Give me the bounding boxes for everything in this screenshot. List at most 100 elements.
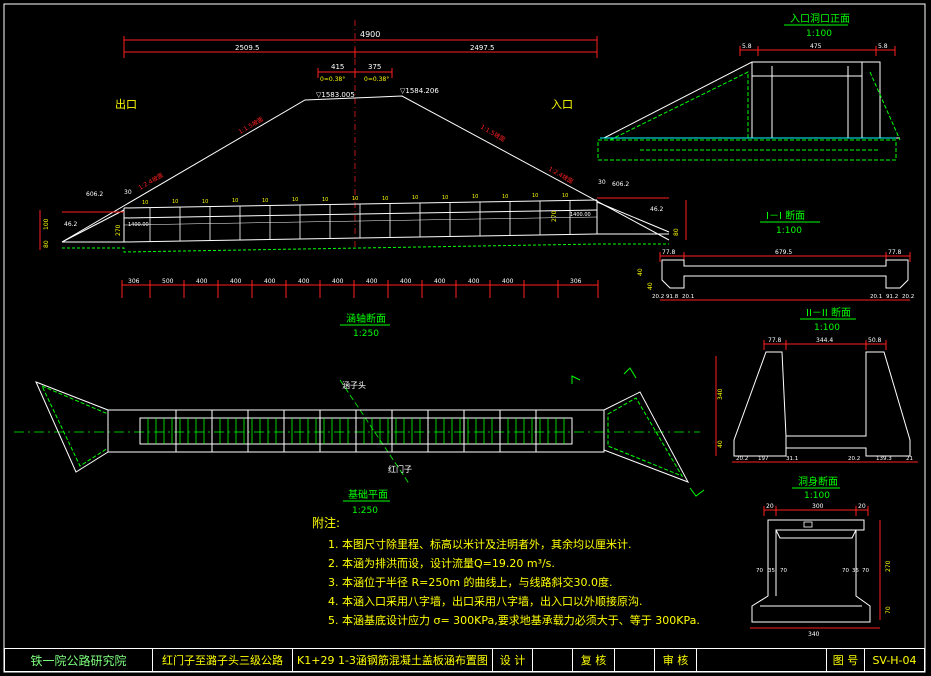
- sec1-bottom-dim: 91.2: [886, 294, 898, 300]
- exit-label: 出口: [115, 97, 137, 111]
- bottom-dim: 306: [570, 278, 582, 285]
- bottom-dim: 400: [366, 278, 378, 285]
- wingwall-left-30: 30: [124, 189, 132, 196]
- sec3-mid-dim: 70: [756, 568, 763, 574]
- design-value: [533, 649, 573, 671]
- right-46-dim: 46.2: [650, 206, 664, 213]
- joint-tick: 10: [322, 197, 328, 203]
- sec3-right-dim: 270: [885, 560, 892, 572]
- sec2-left-dim: 40: [717, 440, 724, 448]
- sec2-bottom-dim: 31.1: [786, 456, 798, 462]
- sec3-mid-dim: 35: [768, 568, 775, 574]
- sec3-mid-dim: 70: [862, 568, 869, 574]
- sec3-mid-dim: 70: [780, 568, 787, 574]
- joint-tick: 10: [472, 194, 478, 200]
- inner-length-right: 1400.00: [570, 212, 591, 218]
- section3-scale: 1:100: [804, 491, 830, 501]
- mid-left-label: 415: [331, 63, 344, 71]
- section2-scale: 1:100: [814, 323, 840, 333]
- joint-tick: 10: [442, 195, 448, 201]
- total-length-label: 4900: [360, 30, 380, 39]
- bottom-dim: 400: [230, 278, 242, 285]
- bottom-dim: 306: [128, 278, 140, 285]
- front-dim: 5.8: [742, 43, 752, 50]
- sec2-bottom-dim: 21: [906, 456, 913, 462]
- mid-right-label: 375: [368, 63, 381, 71]
- section3-title: 洞身断面: [798, 475, 838, 488]
- bottom-dim: 500: [162, 278, 174, 285]
- sec1-dim: 77.8: [888, 249, 902, 256]
- bottom-dim: 400: [400, 278, 412, 285]
- entrance-label: 入口: [551, 98, 573, 111]
- left-height-dim: 100: [43, 218, 50, 230]
- design-label: 设 计: [493, 649, 533, 671]
- bottom-dim: 400: [434, 278, 446, 285]
- plan-label-1: 涵子头: [342, 380, 366, 390]
- section1-scale: 1:100: [776, 226, 802, 236]
- left-height2-dim: 80: [43, 240, 50, 248]
- joint-tick: 10: [292, 197, 298, 203]
- joint-tick: 10: [562, 193, 568, 199]
- notes-title: 附注:: [312, 516, 341, 530]
- joint-tick: 10: [262, 198, 268, 204]
- sec1-bottom-dim: 20.2: [902, 294, 914, 300]
- sec1-dim: 77.8: [662, 249, 676, 256]
- sec2-bottom-dim: 20.2: [736, 456, 748, 462]
- plan-label-2: 红门子: [388, 464, 412, 474]
- drawing-name: K1+29 1-3涵钢筋混凝土盖板涵布置图: [293, 649, 493, 671]
- joint-tick: 10: [532, 193, 538, 199]
- sec2-bottom-dim: 20.2: [848, 456, 860, 462]
- sec3-top-dim: 20: [858, 503, 866, 510]
- review-label: 审 核: [655, 649, 697, 671]
- front-scale: 1:100: [806, 29, 832, 39]
- left-46-dim: 46.2: [64, 221, 78, 228]
- bottom-dim: 400: [298, 278, 310, 285]
- bottom-dim: 400: [196, 278, 208, 285]
- elevation-left-label: ▽1583.005: [316, 91, 355, 99]
- note-item: 5. 本涵基底设计应力 σ= 300KPa,要求地基承载力必须大于、等于 300…: [328, 614, 700, 627]
- drawing-no-label: 图 号: [827, 649, 865, 671]
- front-dim: 475: [810, 43, 822, 50]
- sec1-bottom-dim: 20.1: [870, 294, 882, 300]
- right-height-dim: 80: [673, 228, 680, 236]
- joint-tick: 10: [412, 195, 418, 201]
- sec2-top-dim: 50.8: [868, 337, 882, 344]
- joint-tick: 10: [172, 199, 178, 205]
- sec2-top-dim: 344.4: [816, 337, 833, 344]
- section2-title: II－II 断面: [806, 306, 851, 319]
- mid-slope-left-label: 0=0.38°: [320, 76, 345, 83]
- inner-length-left: 1400.00: [128, 222, 149, 228]
- sec2-bottom-dim: 197: [758, 456, 769, 462]
- front-title: 入口洞口正面: [790, 13, 850, 25]
- review-value: [697, 649, 827, 671]
- org-name: 铁一院公路研究院: [5, 649, 153, 671]
- slope-label-left-2: 1:2.4坡面: [137, 171, 165, 192]
- notes: 附注: 1. 本图尺寸除里程、标高以米计及注明者外，其余均以厘米计. 2. 本涵…: [312, 514, 700, 630]
- bottom-dim: 400: [332, 278, 344, 285]
- joint-tick: 10: [382, 196, 388, 202]
- elevation-right-label: ▽1584.206: [400, 87, 439, 95]
- left-length-label: 2509.5: [235, 44, 260, 52]
- sec3-top-dim: 300: [812, 503, 824, 510]
- bottom-dim: 400: [502, 278, 514, 285]
- left-inner-height: 270: [115, 224, 122, 236]
- wingwall-right-30: 30: [598, 179, 606, 186]
- joint-tick: 10: [352, 196, 358, 202]
- sec2-top-dim: 77.8: [768, 337, 782, 344]
- long-section-scale: 1:250: [353, 329, 379, 339]
- sec1-bottom-dim: 20.2: [652, 294, 664, 300]
- bottom-dim: 400: [468, 278, 480, 285]
- note-item: 3. 本涵位于半径 R=250m 的曲线上，与线路斜交30.0度.: [328, 576, 613, 589]
- check-label: 复 核: [573, 649, 615, 671]
- note-item: 4. 本涵入口采用八字墙，出口采用八字墙，出入口以外顺接原沟.: [328, 595, 643, 608]
- sec3-top-dim: 20: [766, 503, 774, 510]
- joint-tick: 10: [502, 194, 508, 200]
- sec1-left-dim: 40: [647, 282, 654, 290]
- mid-slope-right-label: 0=0.38°: [364, 76, 389, 83]
- sec2-bottom-dim: 139.3: [876, 456, 892, 462]
- right-inner-height: 270: [551, 210, 558, 222]
- title-block: 铁一院公路研究院 红门子至潞子头三级公路 K1+29 1-3涵钢筋混凝土盖板涵布…: [4, 648, 925, 672]
- front-dim: 5.8: [878, 43, 888, 50]
- wingwall-right-dim: 606.2: [612, 181, 629, 188]
- sec3-right-dim: 70: [885, 606, 892, 614]
